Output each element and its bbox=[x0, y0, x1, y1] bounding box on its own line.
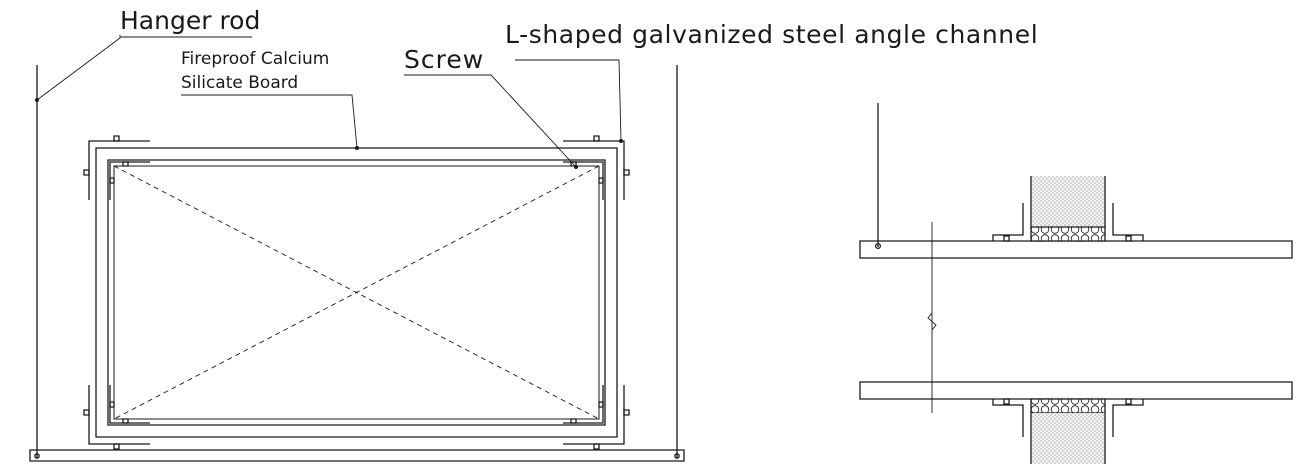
screw-head bbox=[594, 444, 599, 449]
screw-head bbox=[123, 162, 128, 166]
elevation-rod-nut bbox=[874, 242, 882, 250]
screw-head bbox=[1004, 399, 1009, 404]
label-board-line2: Silicate Board bbox=[181, 73, 299, 93]
screw-head bbox=[1126, 236, 1131, 241]
screw-head bbox=[84, 410, 89, 415]
inner-angle-bottom-left bbox=[110, 385, 150, 423]
fire-seal-bottom bbox=[1031, 399, 1105, 413]
angle-channel-top-left bbox=[89, 141, 150, 200]
label-board-line1: Fireproof Calcium bbox=[181, 49, 330, 69]
elev-angle-top-right bbox=[1113, 203, 1143, 241]
leader-board bbox=[181, 95, 357, 148]
wall-fill-bottom bbox=[1031, 413, 1105, 464]
inner-angle-bottom-right bbox=[563, 385, 603, 423]
screw-head bbox=[123, 419, 128, 423]
duct-bottom-wall bbox=[860, 382, 1292, 399]
screw-head bbox=[624, 410, 629, 415]
angle-channel-bottom-left bbox=[89, 385, 150, 444]
elev-angle-top-left bbox=[993, 203, 1023, 241]
inner-angle-top-left bbox=[110, 162, 150, 200]
rod-nut-right bbox=[674, 453, 680, 459]
inner-angle-top-right bbox=[563, 162, 603, 200]
leader-angle-channel bbox=[515, 60, 621, 141]
screw-head bbox=[571, 162, 576, 166]
screw-head bbox=[110, 178, 114, 183]
duct-body bbox=[114, 166, 599, 419]
screw-head bbox=[594, 136, 599, 141]
screw-head bbox=[1004, 236, 1009, 241]
label-screw: Screw bbox=[404, 45, 485, 74]
screw-head bbox=[114, 444, 119, 449]
leader-dots bbox=[35, 98, 623, 169]
screw-head bbox=[624, 170, 629, 175]
break-symbol bbox=[928, 313, 936, 330]
duct-top-wall bbox=[860, 241, 1292, 258]
fire-seal-top bbox=[1031, 227, 1105, 241]
screw-head bbox=[599, 178, 603, 183]
angle-channel-top-right bbox=[563, 141, 624, 200]
board-inner-edge bbox=[108, 160, 605, 425]
screw-head bbox=[114, 136, 119, 141]
bottom-support-bar bbox=[30, 450, 684, 461]
elevation-view bbox=[860, 103, 1292, 464]
wall-fill-top bbox=[1031, 176, 1105, 227]
screw-head bbox=[110, 402, 114, 407]
screw-head bbox=[1126, 399, 1131, 404]
label-angle-channel: L-shaped galvanized steel angle channel bbox=[505, 20, 1039, 49]
rod-nut-left bbox=[34, 453, 40, 459]
label-fireproof-board: Fireproof Calcium Silicate Board bbox=[181, 47, 329, 95]
screw-head bbox=[571, 419, 576, 423]
label-hanger-rod: Hanger rod bbox=[120, 6, 261, 35]
elev-angle-bottom-right bbox=[1113, 399, 1143, 437]
leader-screw bbox=[404, 75, 576, 167]
section-view bbox=[30, 35, 684, 461]
screw-head bbox=[599, 402, 603, 407]
elev-angle-bottom-left bbox=[993, 399, 1023, 437]
duct-diagonal-2 bbox=[114, 166, 599, 419]
screw-head bbox=[84, 170, 89, 175]
angle-channel-bottom-right bbox=[563, 385, 624, 444]
leader-hanger-rod bbox=[37, 35, 120, 100]
